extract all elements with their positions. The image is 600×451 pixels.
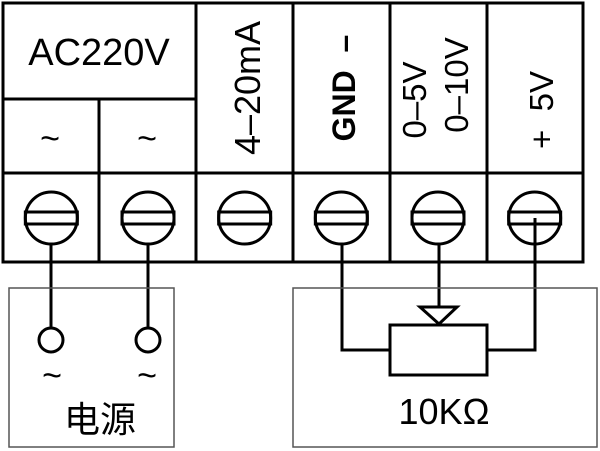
- wire-gnd: [340, 244, 390, 352]
- screw-slot-icon: [120, 210, 176, 226]
- screw-head-icon: [410, 190, 466, 246]
- screw-slot-icon: [313, 210, 369, 226]
- terminal-label-ac2: ~: [137, 120, 157, 158]
- screw-head-icon: [313, 190, 369, 246]
- screw-slot-icon: [410, 210, 466, 226]
- wire-vplus: [487, 218, 537, 352]
- screw-head-icon: [23, 190, 79, 246]
- potentiometer-label: 10KΩ: [399, 391, 490, 432]
- screw-slot-icon: [23, 210, 79, 226]
- terminal-label-plus-5v: + 5V: [523, 71, 560, 149]
- power-terminal-ac1: [37, 326, 65, 354]
- terminal-label-gnd: GND –: [326, 35, 362, 142]
- potentiometer-frame: [292, 287, 598, 448]
- power-source-box: ~ ~ 电源: [8, 287, 175, 448]
- screw-gnd: [313, 190, 369, 246]
- screw-ac1: [23, 190, 79, 246]
- power-source-frame: [8, 287, 175, 448]
- power-source-label: 电源: [64, 399, 136, 440]
- terminal-label-4-20ma: 4–20mA: [227, 21, 268, 155]
- power-symbol-ac1: ~: [42, 357, 62, 395]
- potentiometer-box: 10KΩ: [292, 287, 598, 448]
- terminal-label-ac1: ~: [40, 120, 60, 158]
- terminal-label-0-5v: 0–5V: [396, 61, 433, 138]
- screw-slot-icon: [217, 210, 273, 226]
- screw-signal: [410, 190, 466, 246]
- wires: [49, 218, 537, 352]
- screw-ac2: [120, 190, 176, 246]
- terminal-label-0-10v: 0–10V: [438, 37, 475, 132]
- terminal-block: [1, 1, 585, 264]
- ac220v-label: AC220V: [28, 32, 170, 74]
- screw-current: [217, 190, 273, 246]
- power-symbol-ac2: ~: [137, 357, 157, 395]
- screw-head-icon: [120, 190, 176, 246]
- screw-head-icon: [217, 190, 273, 246]
- power-terminal-ac2: [134, 326, 162, 354]
- potentiometer-resistor-body: [388, 323, 489, 377]
- potentiometer-wiper-arrow: [416, 305, 461, 327]
